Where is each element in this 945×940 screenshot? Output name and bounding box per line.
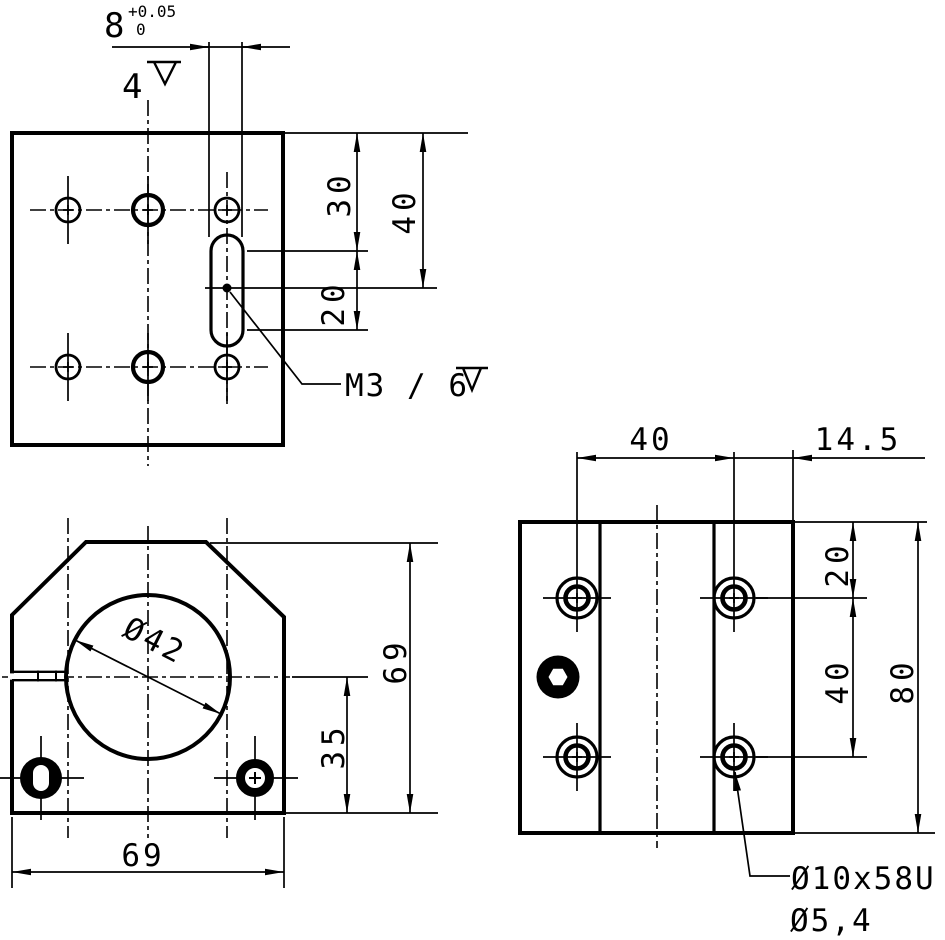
front-view: Ø42 35 69: [0, 518, 438, 888]
depth-symbol-icon: [147, 60, 181, 87]
dim-slot-width: 8 +0.05 0: [104, 2, 290, 237]
m3-leader: [229, 291, 341, 385]
hex-socket-icon: [548, 668, 568, 686]
counterbore-hole-bottom-right: [712, 735, 756, 779]
dim-text: 40: [629, 422, 672, 458]
dim-text: 8: [104, 6, 124, 46]
m3-hole-marker: [222, 283, 232, 293]
dim-text: 20: [820, 540, 856, 587]
counterbore-hole-top-left: [555, 576, 599, 620]
dim-group-right: 35 69: [210, 542, 438, 814]
counterbore-hole-top-right: [712, 576, 756, 620]
depth-symbol-icon: [456, 366, 488, 394]
top-view: 8 +0.05 0 4 30 20 40 M3 / 6: [10, 2, 488, 466]
bore-circle: [64, 593, 232, 761]
dim-text: 40: [820, 657, 856, 704]
note-m3-thread: M3 / 6: [229, 291, 488, 404]
top-view-outline: [10, 131, 285, 447]
clamp-slit: [8, 670, 67, 682]
dim-text: 20: [316, 279, 352, 326]
hole-m3-top-right: [213, 196, 241, 224]
counterbore-leader: [734, 771, 790, 877]
dim-text: 35: [316, 722, 352, 769]
center-cross: [222, 362, 232, 372]
tolerance-lower: 0: [136, 20, 146, 39]
center-cross: [572, 593, 582, 603]
center-cross: [143, 205, 153, 215]
center-cross: [572, 752, 582, 762]
dim-group-right: 20 40 80: [756, 521, 935, 834]
note-text: Ø10x58U: [791, 861, 936, 897]
hex-socket-screw: [536, 655, 580, 699]
dim-text: 14.5: [815, 422, 902, 458]
hole-m3-bottom-left: [54, 353, 82, 381]
center-cross: [63, 362, 73, 372]
dim-width: 69: [11, 817, 285, 888]
side-view: 40 14.5 20 40 80 Ø10x58U Ø5,4: [518, 422, 936, 939]
dim-text: 30: [322, 170, 358, 217]
front-view-outline: [10, 540, 286, 815]
dim-text: 69: [121, 838, 164, 874]
dimension-line: [74, 639, 222, 715]
note-counterbore: Ø10x58U Ø5,4: [734, 771, 936, 939]
slot-outline: [209, 233, 245, 348]
note-slot-depth: 4: [122, 60, 181, 107]
fastener-hole-left: [0, 736, 84, 820]
note-text: 4: [122, 67, 142, 107]
dim-text: 80: [885, 657, 921, 704]
side-view-outline: [518, 520, 795, 835]
note-text: M3 / 6: [345, 368, 469, 404]
center-cross: [249, 772, 261, 784]
dim-text: 40: [387, 187, 423, 234]
center-cross: [729, 752, 739, 762]
dim-group-right: 30 20 40: [247, 132, 468, 331]
center-cross: [63, 205, 73, 215]
counterbore-hole-bottom-left: [555, 735, 599, 779]
hole-m3-top-left: [54, 196, 82, 224]
center-cross: [222, 205, 232, 215]
hole-center-top: [130, 192, 166, 228]
tolerance-upper: +0.05: [128, 2, 176, 21]
dim-text: 69: [378, 637, 414, 684]
dim-group-top: 40 14.5: [577, 422, 925, 520]
fastener-hole-right: [214, 736, 298, 820]
dim-text: Ø42: [117, 610, 191, 672]
slot-window: [33, 765, 49, 791]
center-cross: [729, 593, 739, 603]
center-cross: [143, 362, 153, 372]
hole-center-bottom: [130, 349, 166, 385]
note-text: Ø5,4: [790, 903, 873, 939]
hole-m3-bottom-right: [213, 353, 241, 381]
